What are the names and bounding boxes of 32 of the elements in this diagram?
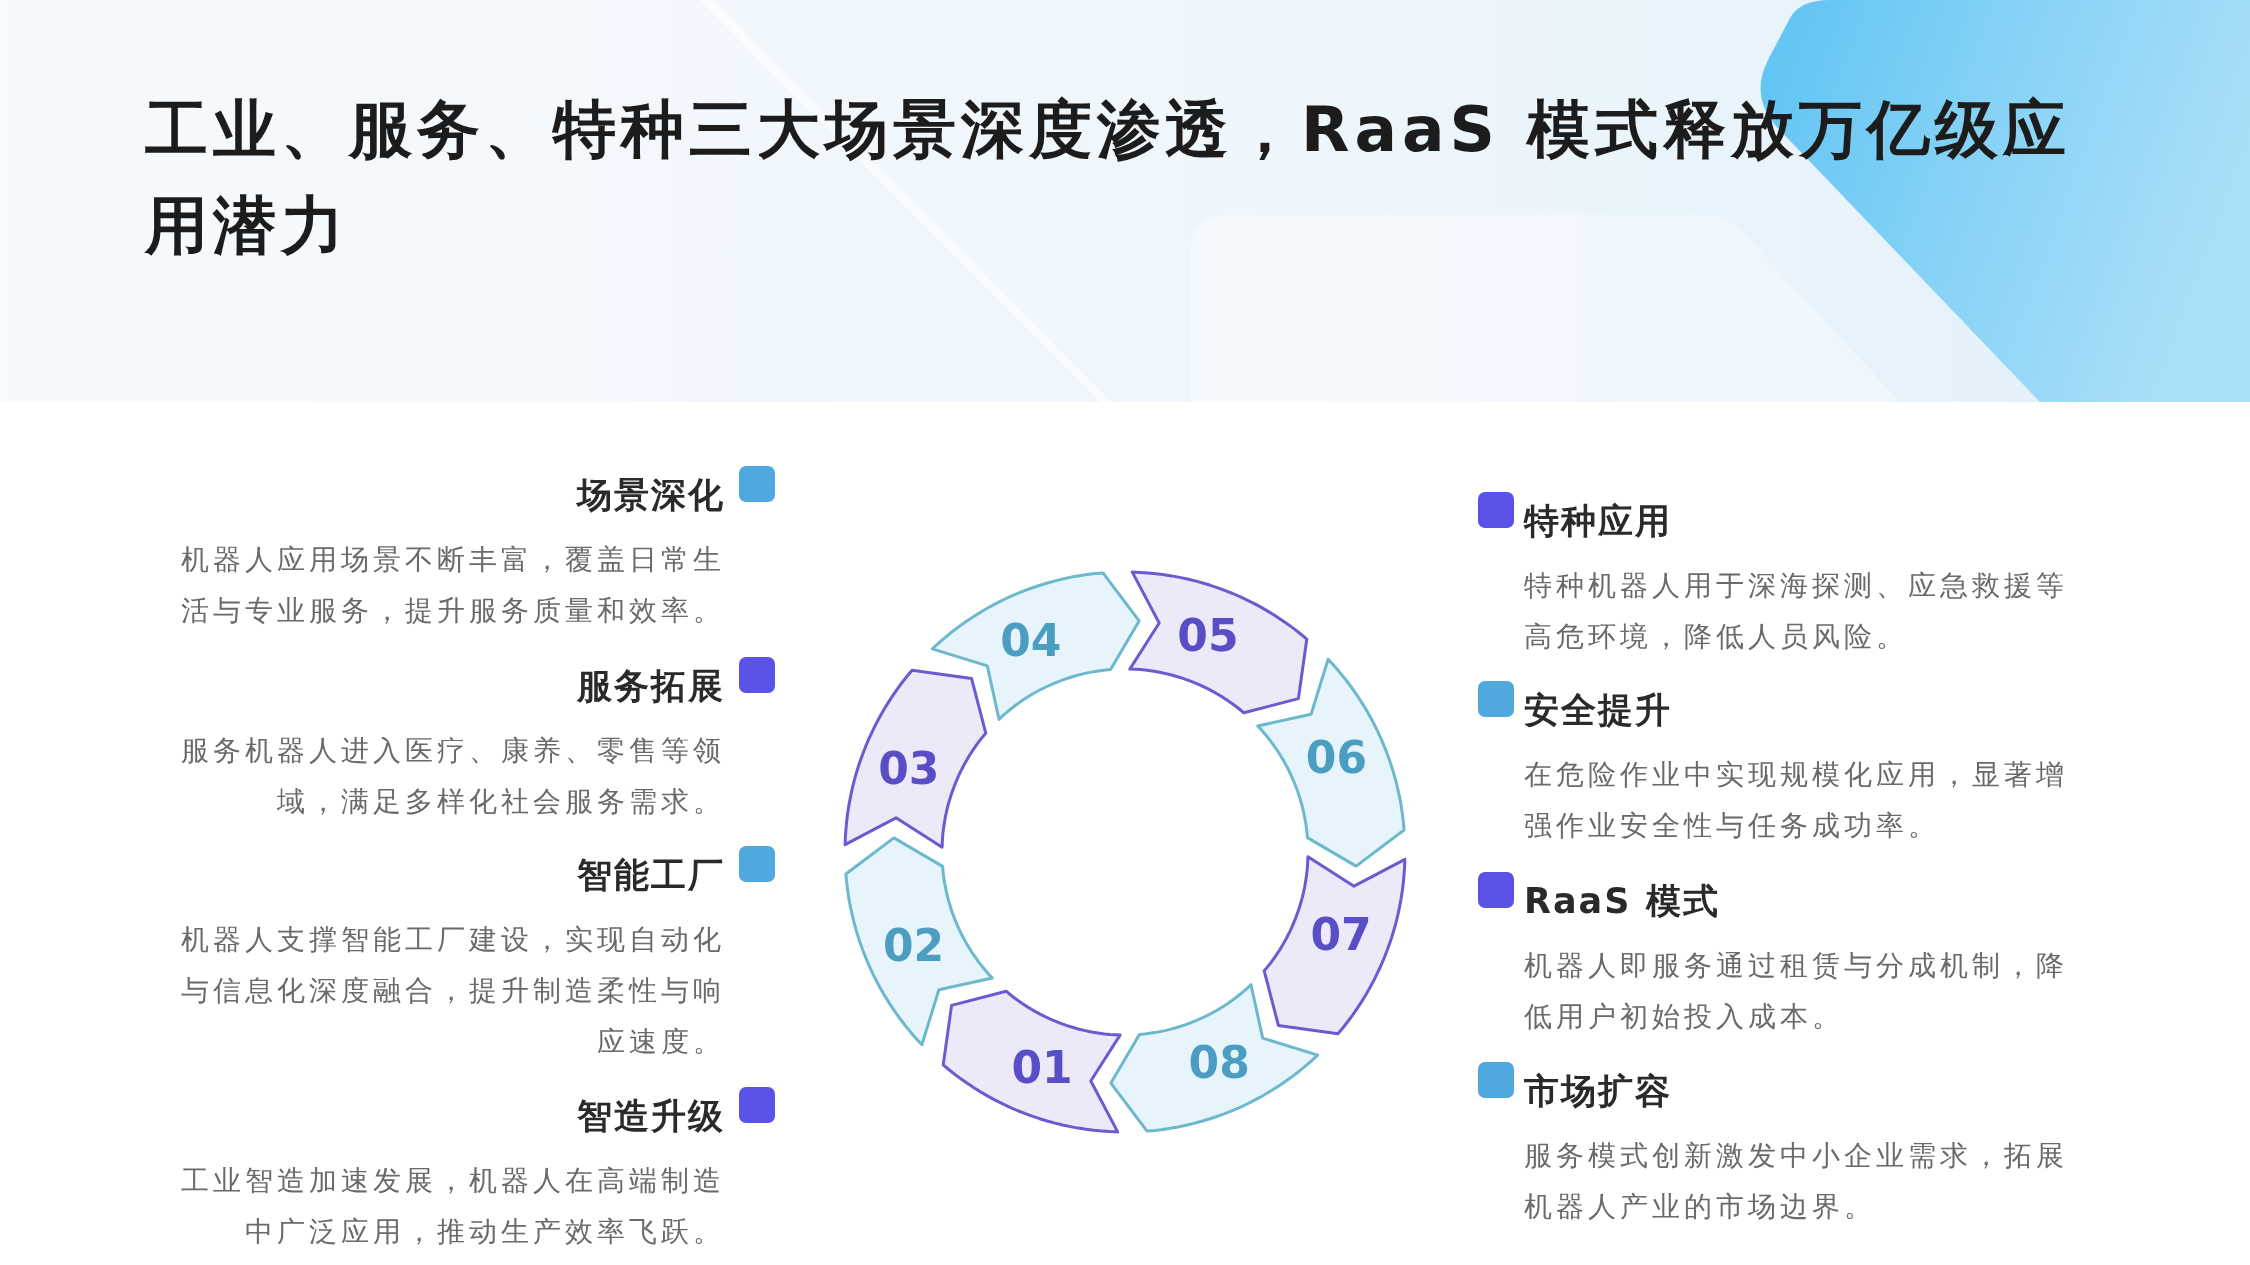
- section-heading: 安全提升: [1524, 689, 1672, 732]
- arrow-segment: [930, 570, 1142, 722]
- step-number: 08: [1188, 1041, 1250, 1086]
- section-heading: 服务拓展: [577, 665, 725, 708]
- arrow-segment: [1127, 570, 1309, 715]
- step-number: 05: [1177, 613, 1239, 658]
- section-heading: RaaS 模式: [1524, 880, 1720, 923]
- arrow-segment: [843, 835, 995, 1047]
- description-text: 服务模式创新激发中小企业需求，拓展机器人产业的市场边界。: [1524, 1138, 2069, 1225]
- step-number: 03: [878, 747, 940, 792]
- description-text: 机器人应用场景不断丰富，覆盖日常生活与专业服务，提升服务质量和效率。: [180, 542, 725, 629]
- description-text: 特种机器人用于深海探测、应急救援等高危环境，降低人员风险。: [1524, 568, 2069, 655]
- section-heading: 特种应用: [1524, 500, 1672, 543]
- step-number: 06: [1305, 735, 1368, 780]
- description-text: 服务机器人进入医疗、康养、零售等领域，满足多样化社会服务需求。: [180, 733, 725, 820]
- section-heading: 智造升级: [577, 1095, 725, 1138]
- arrow-segment: [941, 989, 1123, 1134]
- section-heading: 场景深化: [577, 474, 725, 517]
- arrow-segment: [1108, 982, 1320, 1134]
- step-number: 01: [1011, 1046, 1073, 1091]
- section-heading: 智能工厂: [577, 854, 725, 897]
- description-text: 机器人即服务通过租赁与分成机制，降低用户初始投入成本。: [1524, 948, 2069, 1035]
- description-text: 工业智造加速发展，机器人在高端制造中广泛应用，推动生产效率飞跃。: [180, 1163, 725, 1250]
- step-number: 04: [1000, 618, 1062, 663]
- arrow-segment: [1255, 657, 1407, 869]
- section-heading: 市场扩容: [1524, 1070, 1672, 1113]
- description-text: 机器人支撑智能工厂建设，实现自动化与信息化深度融合，提升制造柔性与响应速度。: [180, 922, 725, 1060]
- description-text: 在危险作业中实现规模化应用，显著增强作业安全性与任务成功率。: [1524, 757, 2069, 844]
- arrow-segment: [1262, 854, 1407, 1036]
- step-number: 02: [882, 924, 945, 969]
- arrow-segment: [843, 668, 988, 850]
- step-number: 07: [1310, 912, 1372, 957]
